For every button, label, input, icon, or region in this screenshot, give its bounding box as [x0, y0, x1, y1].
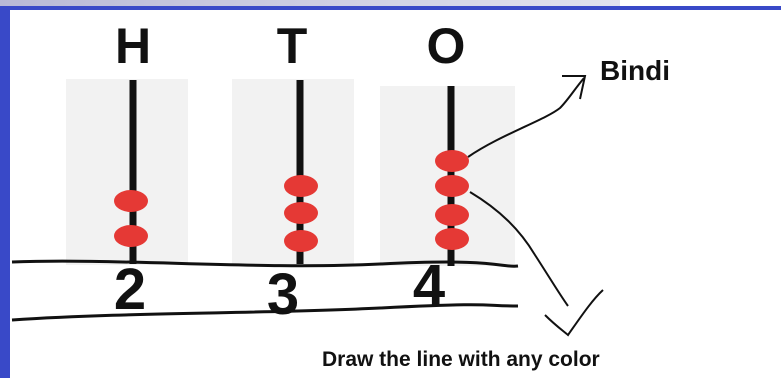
bead [114, 225, 148, 247]
bead [284, 230, 318, 252]
bead [284, 202, 318, 224]
frame-top-border [0, 6, 781, 10]
digit-hundreds: 2 [114, 257, 146, 322]
place-header-tens: T [277, 18, 308, 74]
base-line-bottom [11, 303, 519, 322]
bindi-label: Bindi [600, 55, 670, 86]
digit-tens: 3 [267, 262, 299, 327]
bead [435, 228, 469, 250]
down-arrow-line [469, 191, 569, 307]
top-edge [0, 0, 620, 6]
bead [114, 190, 148, 212]
bead [435, 175, 469, 197]
place-header-hundreds: H [115, 18, 151, 74]
pointer-arrow-head [562, 75, 587, 100]
bead [435, 150, 469, 172]
digit-ones: 4 [413, 253, 445, 318]
bead [284, 175, 318, 197]
bead [435, 204, 469, 226]
frame-left-border [0, 10, 10, 378]
place-header-ones: O [427, 18, 466, 74]
pointer-arrow-line [467, 77, 585, 158]
base-line-top [11, 259, 519, 268]
instruction-text: Draw the line with any color [322, 348, 600, 371]
down-arrow-head [544, 289, 604, 337]
